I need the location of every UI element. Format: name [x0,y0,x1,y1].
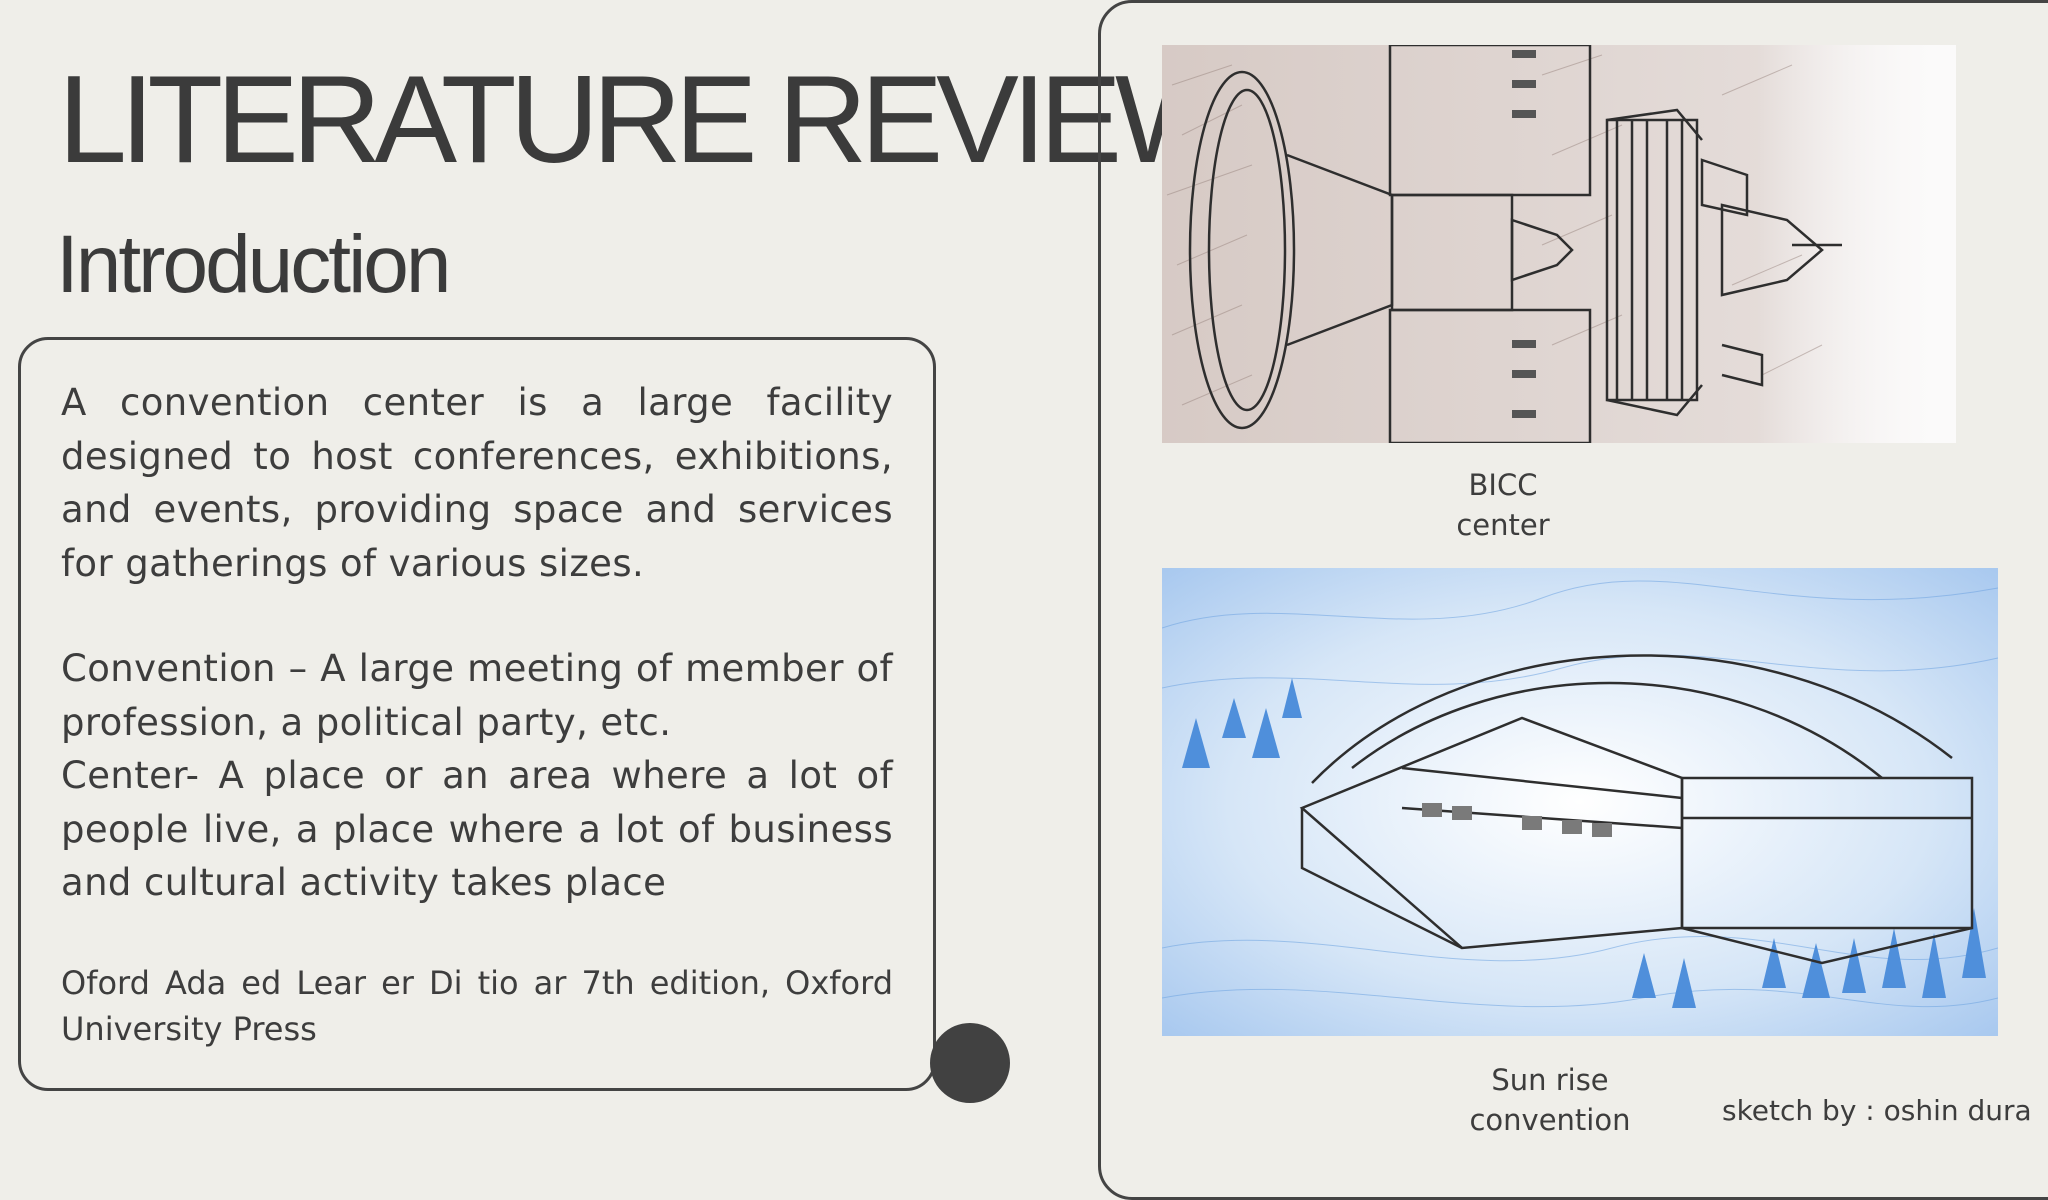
convention-definition: Convention – A large meeting of member o… [61,647,893,744]
bicc-center-sketch [1162,45,1956,443]
sunrise-caption-line-1: Sun rise [1491,1063,1609,1097]
bicc-caption-line-2: center [1456,508,1550,542]
bicc-caption: BICC center [1403,465,1603,545]
definition-paragraph: A convention center is a large facility … [61,381,893,585]
sunrise-convention-sketch [1162,568,1998,1036]
slide-title: LITERATURE REVIEW [58,51,1232,189]
reference-citation: Oford Ada ed Lear er Di tio ar 7th editi… [61,964,893,1048]
sketch-credit: sketch by : oshin dura [1722,1094,2032,1127]
sunrise-caption-line-2: convention [1469,1103,1631,1137]
decorative-dot [930,1023,1010,1103]
center-definition: Center- A place or an area where a lot o… [61,754,893,904]
bicc-caption-line-1: BICC [1468,468,1538,502]
slide-subtitle: Introduction [56,219,451,310]
introduction-text-card: A convention center is a large facility … [18,337,936,1091]
sunrise-caption: Sun rise convention [1400,1060,1700,1140]
